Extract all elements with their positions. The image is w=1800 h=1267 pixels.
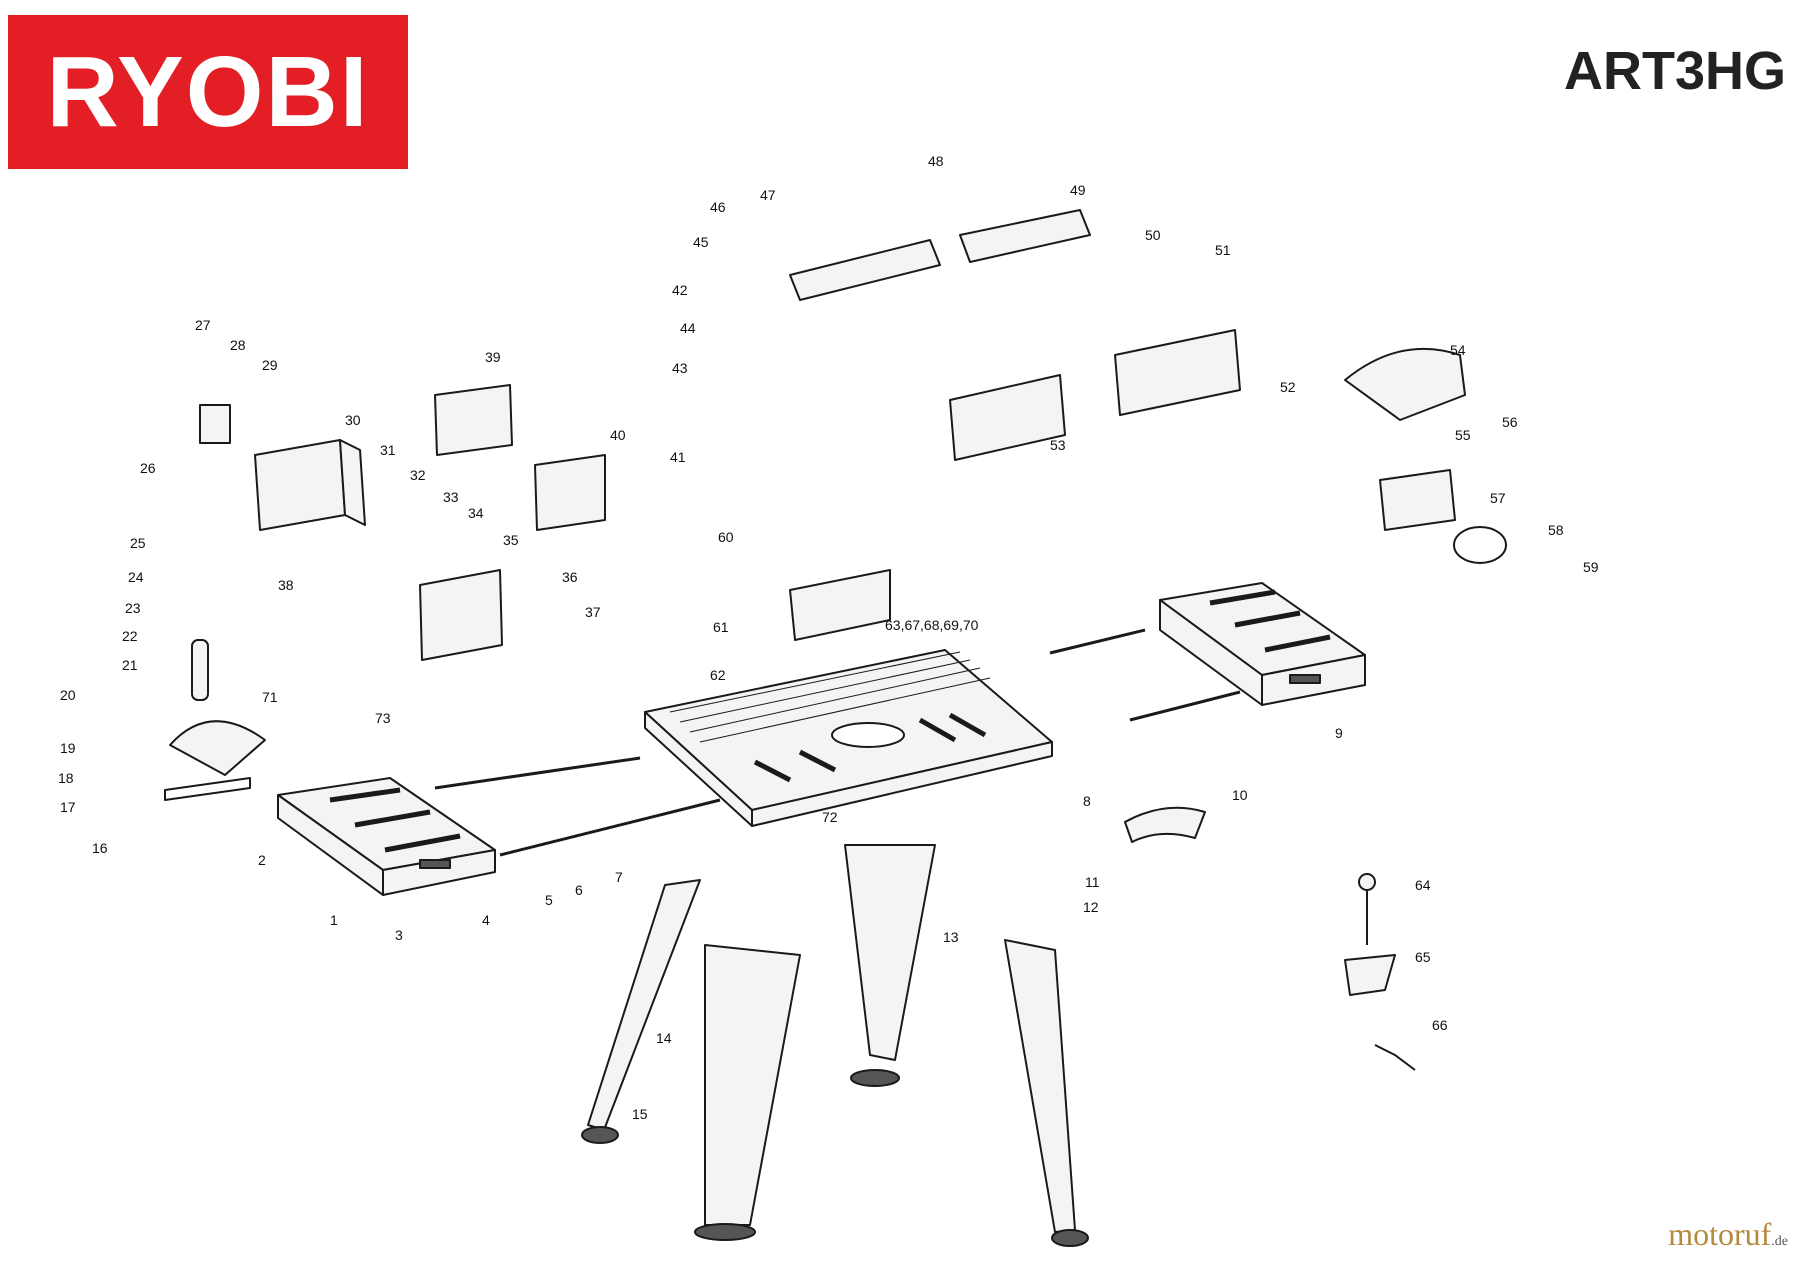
callout-3: 3 xyxy=(395,927,403,943)
callout-45: 45 xyxy=(693,234,709,250)
callout-56: 56 xyxy=(1502,414,1518,430)
callout-48: 48 xyxy=(928,153,944,169)
callout-7: 7 xyxy=(615,869,623,885)
callout-41: 41 xyxy=(670,449,686,465)
callout-16: 16 xyxy=(92,840,108,856)
callout-20: 20 xyxy=(60,687,76,703)
callout-43: 43 xyxy=(672,360,688,376)
legs xyxy=(581,844,1089,1247)
callout-47: 47 xyxy=(760,187,776,203)
callout-6: 6 xyxy=(575,882,583,898)
callout-64: 64 xyxy=(1415,877,1431,893)
callout-19: 19 xyxy=(60,740,76,756)
mitre-gauge xyxy=(164,639,266,801)
callout-23: 23 xyxy=(125,600,141,616)
callout-62: 62 xyxy=(710,667,726,683)
callout-10: 10 xyxy=(1232,787,1248,803)
callout-13: 13 xyxy=(943,929,959,945)
callout-22: 22 xyxy=(122,628,138,644)
ryobi-logo: RYOBI xyxy=(8,15,408,169)
support-rods xyxy=(434,628,1241,857)
table-top xyxy=(644,649,1053,827)
watermark: motoruf.de xyxy=(1668,1216,1788,1253)
callout-35: 35 xyxy=(503,532,519,548)
callout-71: 71 xyxy=(262,689,278,705)
callout-58: 58 xyxy=(1548,522,1564,538)
bit-guard xyxy=(1344,347,1507,564)
callout-59: 59 xyxy=(1583,559,1599,575)
callout-51: 51 xyxy=(1215,242,1231,258)
callout-26: 26 xyxy=(140,460,156,476)
callout-2: 2 xyxy=(258,852,266,868)
callout-50: 50 xyxy=(1145,227,1161,243)
callout-54: 54 xyxy=(1450,342,1466,358)
callout-29: 29 xyxy=(262,357,278,373)
watermark-tld: .de xyxy=(1771,1234,1788,1249)
callout-34: 34 xyxy=(468,505,484,521)
right-extension-table xyxy=(1159,582,1366,706)
callout-46: 46 xyxy=(710,199,726,215)
callout-labels: 1 2 3 4 5 6 7 8 9 10 11 12 13 14 15 16 1… xyxy=(58,153,1599,1122)
callout-33: 33 xyxy=(443,489,459,505)
callout-28: 28 xyxy=(230,337,246,353)
callout-14: 14 xyxy=(656,1030,672,1046)
callout-63-67-68-69-70: 63,67,68,69,70 xyxy=(885,617,979,633)
callout-60: 60 xyxy=(718,529,734,545)
ryobi-logo-text: RYOBI xyxy=(46,36,370,148)
watermark-name: motoruf xyxy=(1668,1216,1772,1252)
callout-66: 66 xyxy=(1432,1017,1448,1033)
callout-39: 39 xyxy=(485,349,501,365)
callout-36: 36 xyxy=(562,569,578,585)
callout-61: 61 xyxy=(713,619,729,635)
callout-32: 32 xyxy=(410,467,426,483)
callout-27: 27 xyxy=(195,317,211,333)
callout-49: 49 xyxy=(1070,182,1086,198)
callout-38: 38 xyxy=(278,577,294,593)
callout-30: 30 xyxy=(345,412,361,428)
callout-5: 5 xyxy=(545,892,553,908)
left-extension-table xyxy=(277,777,496,896)
callout-21: 21 xyxy=(122,657,138,673)
callout-31: 31 xyxy=(380,442,396,458)
callout-53: 53 xyxy=(1050,437,1066,453)
callout-25: 25 xyxy=(130,535,146,551)
callout-55: 55 xyxy=(1455,427,1471,443)
callout-9: 9 xyxy=(1335,725,1343,741)
callout-12: 12 xyxy=(1083,899,1099,915)
callout-37: 37 xyxy=(585,604,601,620)
misc-parts xyxy=(1124,806,1416,1071)
callout-57: 57 xyxy=(1490,490,1506,506)
callout-15: 15 xyxy=(632,1106,648,1122)
callout-4: 4 xyxy=(482,912,490,928)
callout-17: 17 xyxy=(60,799,76,815)
fence-assembly xyxy=(789,209,1241,641)
callout-24: 24 xyxy=(128,569,144,585)
callout-44: 44 xyxy=(680,320,696,336)
model-number: ART3HG xyxy=(1563,41,1786,101)
switch-housing xyxy=(199,384,606,661)
callout-11: 11 xyxy=(1085,874,1100,890)
callout-42: 42 xyxy=(672,282,688,298)
callout-18: 18 xyxy=(58,770,74,786)
callout-1: 1 xyxy=(330,912,338,928)
callout-52: 52 xyxy=(1280,379,1296,395)
callout-65: 65 xyxy=(1415,949,1431,965)
callout-72: 72 xyxy=(822,809,838,825)
callout-8: 8 xyxy=(1083,793,1091,809)
callout-73: 73 xyxy=(375,710,391,726)
callout-40: 40 xyxy=(610,427,626,443)
